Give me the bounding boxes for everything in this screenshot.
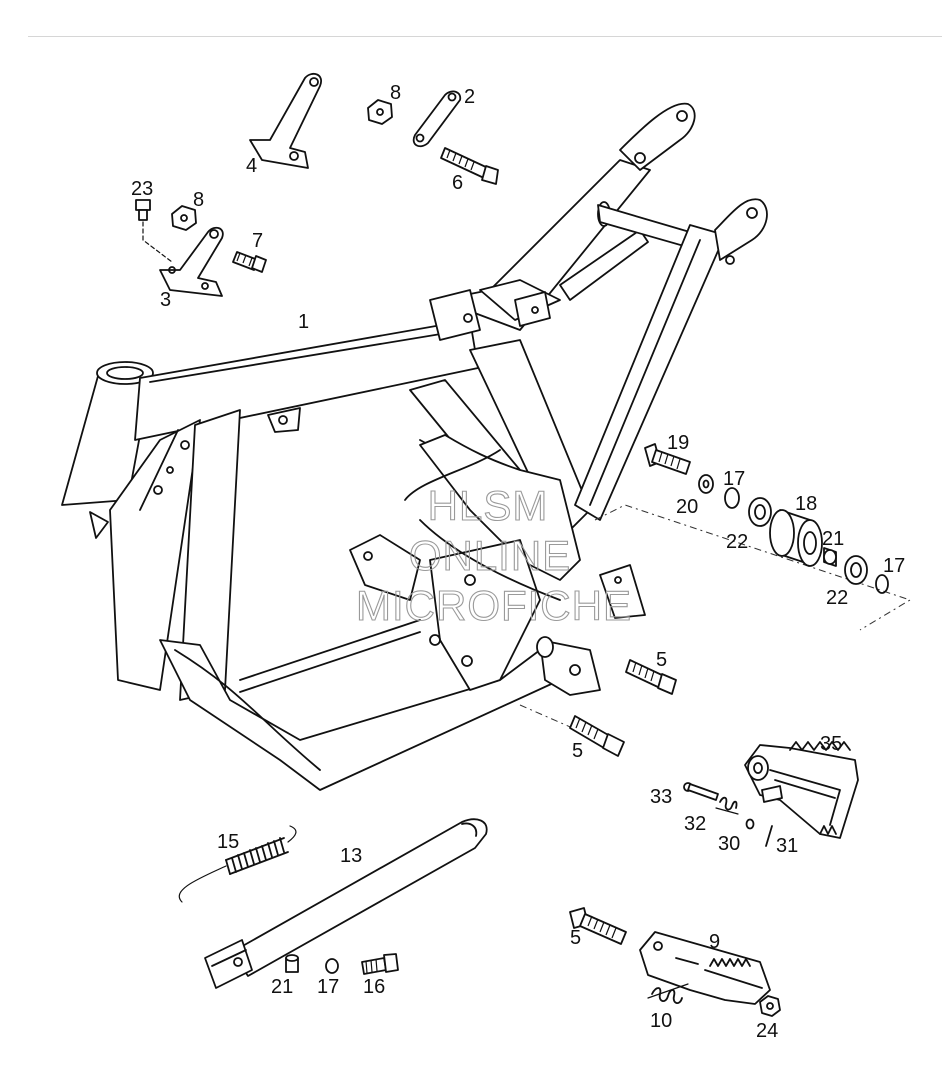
callout-5-c: 5 — [570, 927, 581, 949]
bolt-part-5-b[interactable] — [569, 715, 625, 757]
callout-3: 3 — [160, 289, 171, 311]
clip-part-31[interactable] — [765, 825, 773, 847]
callout-23: 23 — [131, 178, 153, 200]
bracket-part-4[interactable] — [249, 72, 322, 169]
callout-20: 20 — [676, 496, 698, 518]
sidestand-part-13[interactable] — [204, 818, 488, 989]
watermark-line-1: HLSM — [428, 482, 549, 529]
frame-part[interactable] — [61, 102, 912, 791]
callout-32: 32 — [684, 813, 706, 835]
callout-19: 19 — [667, 432, 689, 454]
spring-part-32[interactable] — [715, 796, 739, 815]
footpeg-part-9[interactable] — [639, 931, 771, 1005]
callout-24: 24 — [756, 1020, 778, 1042]
nut-part-8-left[interactable] — [171, 205, 197, 231]
watermark-line-2: ONLINE — [409, 532, 571, 579]
pin-part-33[interactable] — [683, 782, 719, 801]
nut-part-24[interactable] — [759, 995, 781, 1017]
plate-part-2[interactable] — [412, 90, 462, 148]
callout-2: 2 — [464, 86, 475, 108]
callout-31: 31 — [776, 835, 798, 857]
callout-10: 10 — [650, 1010, 672, 1032]
bolt-part-19[interactable] — [644, 443, 691, 475]
callout-1: 1 — [298, 311, 309, 333]
callout-4: 4 — [246, 155, 257, 177]
callout-5-a: 5 — [656, 649, 667, 671]
callout-7: 7 — [252, 230, 263, 252]
callout-labels: 1 2 3 4 5 5 5 6 7 8 8 9 10 13 15 16 17 1… — [131, 82, 905, 1042]
nut-part-8-top[interactable] — [367, 99, 393, 125]
bolt-part-23[interactable] — [135, 199, 173, 263]
callout-8-b: 8 — [193, 189, 204, 211]
callout-22-a: 22 — [726, 531, 748, 553]
bearing-part-22-b[interactable] — [844, 555, 868, 585]
bearing-part-22-a[interactable] — [748, 497, 772, 527]
watermark: HLSM ONLINE MICROFICHE — [355, 481, 632, 629]
bolt-part-7[interactable] — [232, 251, 267, 273]
callout-21-a: 21 — [822, 528, 844, 550]
washer-part-30[interactable] — [745, 818, 755, 830]
callout-9: 9 — [709, 931, 720, 953]
bolt-part-5-a[interactable] — [625, 659, 677, 695]
bolt-part-16[interactable] — [361, 953, 399, 975]
circlip-part-17-a[interactable] — [724, 487, 740, 509]
bushing-part-18[interactable] — [769, 509, 823, 567]
callout-6: 6 — [452, 172, 463, 194]
bolt-part-6[interactable] — [440, 147, 499, 185]
spring-part-15[interactable] — [178, 825, 297, 903]
callout-30: 30 — [718, 833, 740, 855]
callout-35: 35 — [820, 733, 842, 755]
callout-33: 33 — [650, 786, 672, 808]
callout-5-b: 5 — [572, 740, 583, 762]
callout-17-b: 17 — [883, 555, 905, 577]
watermark-line-3: MICROFICHE — [356, 582, 632, 629]
callout-13: 13 — [340, 845, 362, 867]
sleeve-part-21-b[interactable] — [285, 954, 299, 973]
callout-18: 18 — [795, 493, 817, 515]
circlip-part-17-c[interactable] — [325, 958, 339, 974]
callout-22-b: 22 — [826, 587, 848, 609]
footpeg-part-35[interactable] — [744, 741, 859, 839]
callout-8-a: 8 — [390, 82, 401, 104]
spring-part-10[interactable] — [647, 983, 689, 1004]
callout-21-b: 21 — [271, 976, 293, 998]
bolt-part-5-c[interactable] — [569, 907, 627, 945]
sleeve-part-21-a[interactable] — [823, 547, 837, 567]
bracket-part-3[interactable] — [159, 226, 224, 297]
callout-17-a: 17 — [723, 468, 745, 490]
washer-part-20[interactable] — [698, 474, 714, 494]
callout-17-c: 17 — [317, 976, 339, 998]
top-divider — [28, 36, 942, 37]
circlip-part-17-b[interactable] — [875, 574, 889, 594]
callout-15: 15 — [217, 831, 239, 853]
callout-16: 16 — [363, 976, 385, 998]
